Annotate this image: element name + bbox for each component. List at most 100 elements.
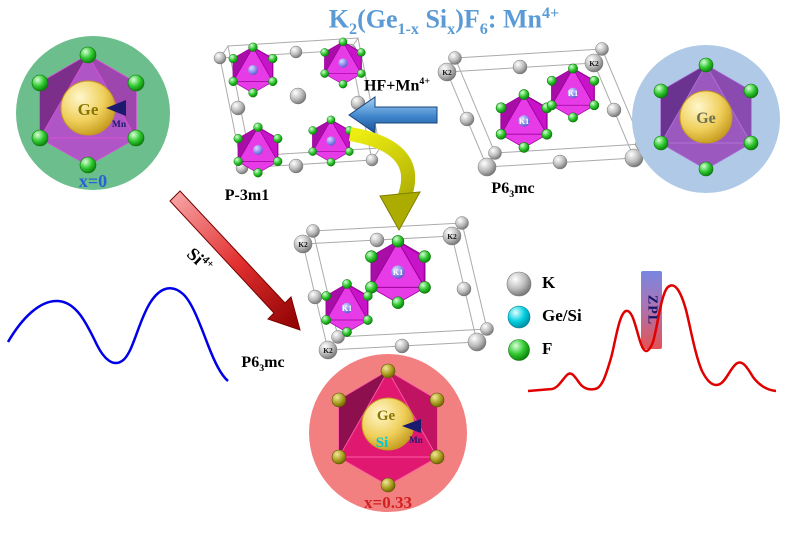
label-x033: x=0.33 bbox=[364, 493, 412, 512]
label-hf-mn: HF+Mn4+ bbox=[364, 76, 430, 95]
k-atom bbox=[365, 153, 379, 167]
k-atom bbox=[307, 289, 323, 305]
label-part: mc bbox=[514, 180, 535, 197]
atom-label-k2: K2 bbox=[323, 346, 333, 355]
k-atom bbox=[488, 146, 502, 160]
f-atom bbox=[380, 363, 396, 379]
k-atom bbox=[480, 322, 494, 336]
k-atom bbox=[606, 102, 622, 118]
f-atom bbox=[79, 46, 97, 64]
label-sub: 3 bbox=[509, 189, 515, 201]
atom-label-k1: K1 bbox=[519, 117, 529, 126]
figure-title: K2(Ge1-x Six)F6: Mn4+ bbox=[329, 5, 559, 39]
label-p63mc-right: P63mc bbox=[491, 180, 534, 201]
f-atom bbox=[331, 392, 347, 408]
inset-x033: Ge Si Mn bbox=[309, 354, 467, 512]
inset-x0: Ge Mn bbox=[16, 36, 170, 190]
atom-label-k2: K2 bbox=[442, 68, 452, 77]
f-atom bbox=[79, 156, 97, 174]
f-atom bbox=[31, 74, 49, 92]
k-atom bbox=[552, 154, 568, 170]
atom-label-ge: Ge bbox=[377, 408, 396, 424]
title-sub: x bbox=[447, 20, 456, 38]
k-atom bbox=[584, 53, 604, 73]
f-atom bbox=[743, 83, 759, 99]
mn-wedge-icon bbox=[402, 419, 421, 433]
k-atom bbox=[306, 224, 320, 238]
structure-p63mc-bottom: K2 K2 K2 K1 K1 bbox=[293, 216, 494, 360]
k-atom bbox=[288, 158, 304, 174]
emission-spectrum-curve bbox=[527, 284, 777, 393]
hf-mn-arrow bbox=[348, 96, 438, 134]
atom-label-k2: K2 bbox=[589, 59, 599, 68]
k-atom bbox=[331, 330, 345, 344]
f-atom bbox=[698, 57, 714, 73]
f-atom bbox=[127, 74, 145, 92]
k-atom bbox=[512, 59, 528, 75]
mnf6-octahedron bbox=[308, 115, 354, 167]
atom-label-k2: K2 bbox=[298, 240, 308, 249]
k-atom bbox=[318, 340, 338, 360]
atom-label-si: Si bbox=[376, 435, 389, 451]
k-atom bbox=[477, 157, 497, 177]
label-sup: 4+ bbox=[419, 76, 430, 87]
transformation-arrowhead bbox=[379, 191, 421, 232]
excitation-spectrum-curve bbox=[6, 286, 229, 382]
k-atom bbox=[624, 148, 644, 168]
legend-f-sphere bbox=[508, 339, 530, 361]
k-atom bbox=[456, 281, 472, 297]
label-p3m1: P-3m1 bbox=[224, 187, 270, 204]
mn-wedge-icon bbox=[106, 100, 126, 116]
mnf6-octahedron bbox=[320, 37, 366, 89]
title-sup: 4+ bbox=[542, 5, 560, 22]
zpl-label: ZPL bbox=[644, 295, 659, 325]
k-atom bbox=[289, 45, 303, 59]
title-part: )F bbox=[455, 4, 480, 34]
k-atom bbox=[455, 216, 469, 230]
label-sub: 3 bbox=[259, 363, 265, 375]
legend bbox=[506, 271, 532, 361]
f-atom bbox=[653, 83, 669, 99]
k-atom bbox=[293, 234, 313, 254]
f-atom bbox=[698, 161, 714, 177]
legend-label-f: F bbox=[542, 339, 553, 358]
legend-label-gesi: Ge/Si bbox=[542, 306, 582, 325]
legend-k-sphere bbox=[506, 271, 532, 297]
title-part: : Mn bbox=[487, 4, 542, 34]
ge-core bbox=[679, 90, 733, 144]
title-sub: 1-x bbox=[397, 20, 419, 38]
atom-label-mn: Mn bbox=[112, 120, 127, 130]
f-atom bbox=[331, 449, 347, 465]
atom-label-mn: Mn bbox=[409, 435, 423, 445]
structure-p3m1 bbox=[213, 37, 381, 178]
title-sub: 2 bbox=[349, 20, 358, 38]
f-atom bbox=[429, 449, 445, 465]
title-sub: 6 bbox=[479, 20, 488, 38]
k-atom bbox=[459, 111, 475, 127]
arrows bbox=[169, 96, 438, 331]
legend-gesi-sphere bbox=[507, 305, 531, 329]
k-atom bbox=[369, 232, 385, 248]
transformation-arrow bbox=[348, 127, 416, 201]
k-atom bbox=[230, 100, 246, 116]
k-atom bbox=[595, 42, 609, 56]
label-part: mc bbox=[264, 354, 285, 371]
unit-cell-frame bbox=[219, 37, 381, 169]
k-atom bbox=[394, 338, 410, 354]
label-part: HF+Mn bbox=[364, 77, 420, 95]
f-atom bbox=[380, 477, 396, 493]
k-atom bbox=[213, 51, 227, 65]
k-atom bbox=[448, 51, 462, 65]
atom-label-ge: Ge bbox=[696, 110, 716, 127]
f-atom bbox=[31, 129, 49, 147]
title-part: (Ge bbox=[357, 4, 398, 34]
f-atom bbox=[429, 392, 445, 408]
f-atom bbox=[653, 135, 669, 151]
k-atom bbox=[437, 62, 457, 82]
label-part: P6 bbox=[241, 354, 260, 371]
f-atom bbox=[127, 129, 145, 147]
inset-ge: Ge bbox=[632, 45, 780, 193]
atom-label-k1: K1 bbox=[342, 304, 352, 313]
